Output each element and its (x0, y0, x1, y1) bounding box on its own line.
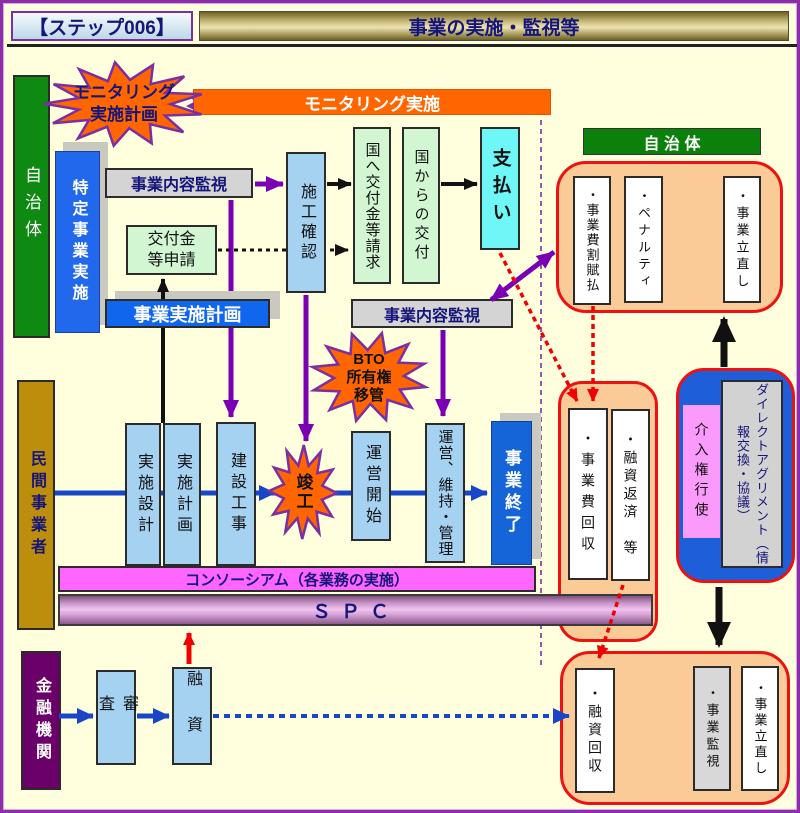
bottom-item-0: ・融資回収 (575, 668, 615, 793)
shiharai-label: 支払い (489, 148, 511, 229)
monitoring-burst-shape (43, 59, 203, 149)
sekkei-label: 実施設計 (135, 452, 152, 537)
bto-line1: BTO (353, 351, 385, 368)
arrows-layer (43, 59, 736, 724)
bottom-item-1-label: ・事業監視 (704, 686, 720, 771)
lane-kinyu: 金融機関 (21, 651, 61, 790)
kuni-seikyu-label: 国へ交付金等請求 (363, 141, 381, 270)
yushi-box: 融資 (172, 667, 212, 765)
shuryo-label: 事業終了 (502, 449, 521, 537)
direct-label-box: ダイレクトアグリメント（情報交換・協議） (721, 380, 783, 568)
sekou-kakunin-box: 施工確認 (286, 152, 326, 293)
kainyu-label: 介入権行使 (693, 421, 710, 522)
mid-item-0: ・事業費回収 (568, 408, 608, 580)
mid-item-1-label: ・融資返済 等 (622, 432, 639, 558)
keikaku-label: 実施計画 (174, 452, 191, 537)
bto-line2: 所有権 (346, 369, 392, 386)
kofukin-line2: 等申請 (147, 252, 196, 269)
monitoring-bar: モニタリング実施 (193, 89, 551, 115)
monitor-box-1: 事業内容監視 (105, 168, 253, 198)
monitoring-burst-line1: モニタリング (73, 83, 175, 102)
jisshi-keikaku-bar: 事業実施計画 (105, 299, 270, 328)
kofukin-shinsei-box: 交付金 等申請 (126, 225, 217, 275)
unei-iji-box: 運営、維持・管理 (425, 423, 465, 563)
monitor2-box-double-arrow (489, 250, 556, 302)
mid-item-1: ・融資返済 等 (611, 409, 650, 581)
sekou-label: 施工確認 (298, 182, 315, 263)
unei-kaishi-box: 運営開始 (351, 431, 391, 541)
top-item-1: ・ペナルティ (624, 176, 663, 303)
lane-minkan-label: 民間事業者 (28, 450, 45, 560)
mid-item-0-label: ・事業費回収 (580, 431, 596, 557)
hensai-dotted-red-arrow (597, 584, 625, 659)
shuryo-box: 事業終了 (491, 421, 532, 565)
monitor-box-2: 事業内容監視 (351, 299, 513, 328)
kensetsu-label: 建設工事 (228, 452, 245, 536)
jisshi-keikaku-bar-label: 事業実施計画 (133, 304, 242, 325)
monitoring-burst-line2: 実施計画 (90, 105, 158, 124)
bottom-item-2: ・事業立直し (741, 666, 779, 791)
bar-mini-arrow-2 (186, 102, 194, 110)
shunko-burst-shape (266, 444, 340, 540)
sekkei-box: 実施設計 (125, 423, 161, 566)
bottom-item-1: ・事業監視 (693, 666, 731, 791)
monitoring-bar-label: モニタリング実施 (304, 94, 440, 114)
kuni-kofu-box: 国からの交付 (402, 127, 440, 284)
top-item-2-label: ・事業立直し (734, 188, 750, 291)
bottom-item-2-label: ・事業立直し (752, 680, 768, 777)
consortium-bar: コンソーシアム（各業務の実施） (58, 566, 536, 592)
right-jichitai-label: 自 治 体 (643, 135, 701, 153)
page-title-bar: 事業の実施・監視等 (199, 11, 789, 41)
top-item-0-label: ・事業費割賦払 (584, 188, 600, 293)
lane-tokutei-label: 特定事業実施 (69, 179, 87, 305)
monitor-box-2-label: 事業内容監視 (383, 307, 480, 325)
shiharai-dotted-red-arrow (498, 252, 579, 402)
top-item-2: ・事業立直し (723, 176, 761, 303)
kensetsu-box: 建設工事 (216, 422, 256, 566)
bto-burst-shape (308, 330, 430, 424)
top-item-0: ・事業費割賦払 (573, 176, 611, 305)
shunko-label: 竣工 (293, 473, 313, 511)
header-divider (7, 44, 797, 47)
unei-kaishi-label: 運営開始 (363, 444, 380, 528)
yushi-label: 融資 (184, 670, 201, 762)
shinsa-box: 審査 (96, 670, 137, 765)
shunko-burst-text: 竣工 (287, 464, 319, 520)
monitor-box-1-label: 事業内容監視 (130, 177, 227, 194)
top-item-1-label: ・ペナルティ (636, 188, 651, 291)
bto-burst-text: BTO 所有権 移管 (327, 350, 411, 406)
step-label-box: 【ステップ006】 (11, 11, 193, 41)
lane-jichitai: 自治体 (13, 75, 50, 338)
bto-line3: 移管 (353, 387, 384, 404)
unei-iji-label: 運営、維持・管理 (436, 429, 454, 557)
consortium-label: コンソーシアム（各業務の実施） (185, 571, 409, 589)
right-jichitai-header: 自 治 体 (583, 128, 761, 155)
spc-bar: ＳＰＣ (58, 594, 653, 626)
keikaku-box: 実施計画 (163, 423, 201, 566)
monitoring-burst-text: モニタリング 実施計画 (58, 80, 190, 128)
kuni-seikyu-box: 国へ交付金等請求 (353, 127, 391, 284)
kainyu-box: 介入権行使 (683, 405, 720, 538)
direct-label: ダイレクトアグリメント（情報交換・協議） (735, 383, 769, 565)
lane-kinyu-label: 金融機関 (33, 676, 50, 765)
kofukin-line1: 交付金 (147, 231, 196, 248)
shiharai-box: 支払い (480, 127, 520, 250)
lane-jichitai-label: 自治体 (22, 166, 41, 247)
lane-minkan: 民間事業者 (17, 380, 55, 630)
shinsa-label: 審査 (96, 694, 137, 741)
spc-label: ＳＰＣ (311, 601, 399, 623)
page-title: 事業の実施・監視等 (408, 17, 580, 39)
lane-tokutei: 特定事業実施 (55, 151, 100, 333)
bottom-item-0-label: ・融資回収 (587, 685, 603, 776)
step-label: 【ステップ006】 (29, 17, 175, 39)
kuni-kofu-label: 国からの交付 (412, 148, 430, 263)
